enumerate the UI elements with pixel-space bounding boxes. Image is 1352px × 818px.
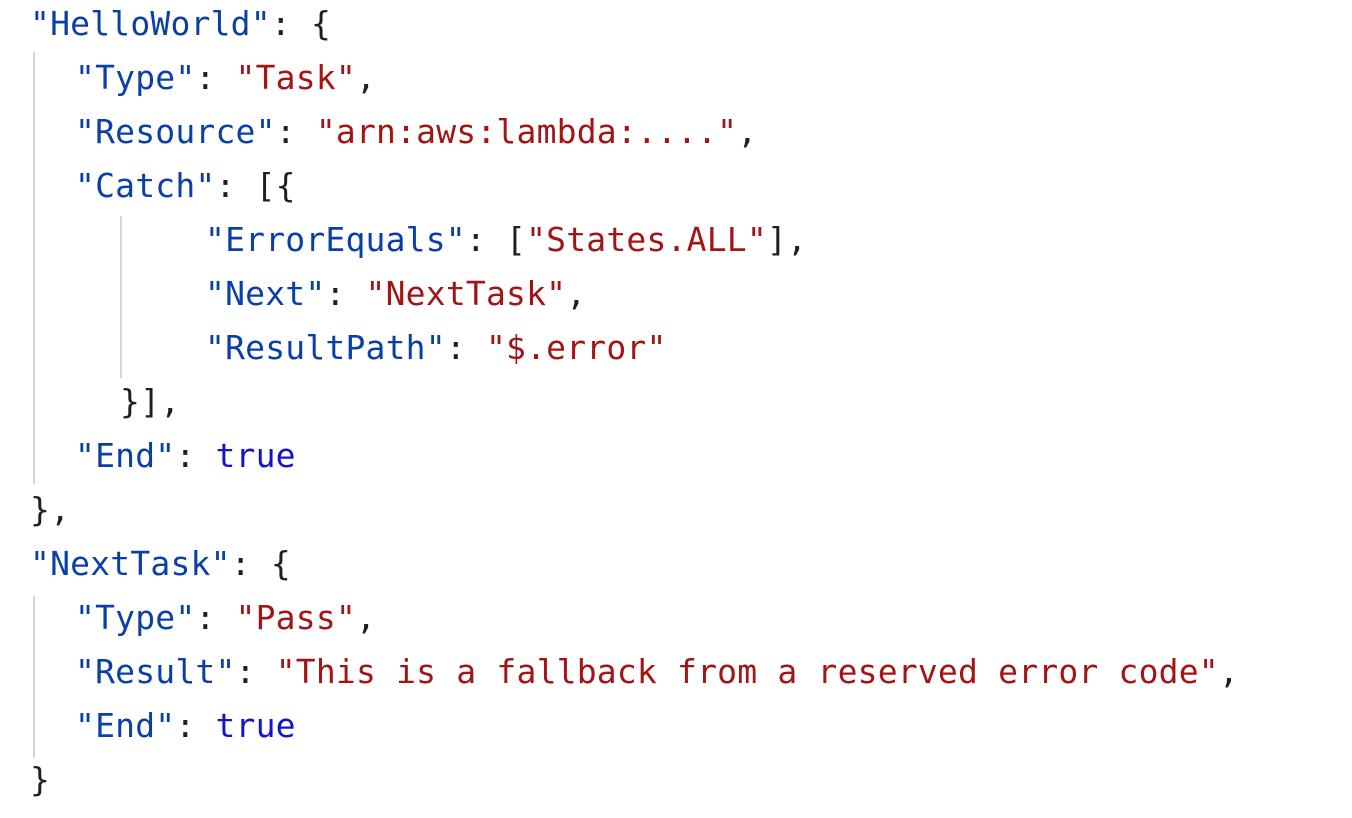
code-token-punct: : — [195, 58, 236, 97]
code-token-str: "Task" — [235, 58, 356, 97]
code-line: }], — [120, 375, 180, 429]
code-token-punct: : — [235, 652, 276, 691]
indent-guide-nexttask — [33, 596, 35, 758]
code-token-punct: : — [445, 328, 486, 367]
code-token-key: "Resource" — [75, 112, 276, 151]
code-token-punct: , — [355, 58, 377, 97]
code-line: "ErrorEquals": ["States.ALL"], — [205, 213, 807, 267]
code-token-key: "Catch" — [75, 166, 216, 205]
code-token-str: "Pass" — [235, 598, 356, 637]
code-token-punct: ], — [766, 220, 808, 259]
code-token-key: "Result" — [75, 652, 236, 691]
code-line: "Resource": "arn:aws:lambda:....", — [75, 105, 757, 159]
code-line: "ResultPath": "$.error" — [205, 321, 667, 375]
code-token-kw: true — [215, 436, 296, 475]
code-token-punct: , — [355, 598, 377, 637]
indent-guide-helloworld — [33, 52, 35, 484]
code-token-punct: : { — [230, 544, 291, 583]
code-token-punct: : [{ — [215, 166, 296, 205]
code-token-punct: , — [737, 112, 758, 151]
code-token-str: "States.ALL" — [526, 220, 767, 259]
code-token-punct: : { — [270, 4, 332, 43]
indent-guide-catch — [120, 216, 122, 378]
code-token-key: "Next" — [205, 274, 326, 313]
code-token-punct: : — [275, 112, 316, 151]
code-token-punct: }], — [120, 382, 181, 421]
code-line: "Type": "Pass", — [75, 591, 376, 645]
code-token-str: "This is a fallback from a reserved erro… — [275, 652, 1219, 691]
code-line: "Catch": [{ — [75, 159, 296, 213]
code-token-punct: , — [566, 274, 587, 313]
code-line: "End": true — [75, 699, 296, 753]
code-token-punct: : — [175, 436, 216, 475]
code-token-key: "Type" — [75, 58, 196, 97]
code-line: "HelloWorld": { — [30, 0, 331, 51]
code-token-key: "ErrorEquals" — [205, 220, 466, 259]
code-line: "Result": "This is a fallback from a res… — [75, 645, 1239, 699]
code-token-key: "End" — [75, 436, 176, 475]
code-token-key: "ResultPath" — [205, 328, 446, 367]
code-token-punct: : [ — [465, 220, 527, 259]
code-token-punct: } — [30, 760, 51, 799]
code-token-punct: }, — [30, 490, 71, 529]
code-token-key: "Type" — [75, 598, 196, 637]
code-line: "Next": "NextTask", — [205, 267, 586, 321]
code-line: }, — [30, 483, 70, 537]
code-line: "NextTask": { — [30, 537, 291, 591]
code-token-punct: : — [325, 274, 366, 313]
code-token-punct: : — [175, 706, 216, 745]
code-token-key: "End" — [75, 706, 176, 745]
code-token-punct: , — [1218, 652, 1239, 691]
code-token-key: "HelloWorld" — [30, 4, 271, 43]
code-line: "Type": "Task", — [75, 51, 376, 105]
code-line: "End": true — [75, 429, 296, 483]
code-line: } — [30, 753, 50, 807]
code-token-str: "NextTask" — [365, 274, 567, 313]
code-token-kw: true — [215, 706, 296, 745]
code-token-str: "arn:aws:lambda:...." — [315, 112, 738, 151]
code-token-punct: : — [195, 598, 236, 637]
code-token-str: "$.error" — [485, 328, 667, 367]
code-token-key: "NextTask" — [30, 544, 231, 583]
